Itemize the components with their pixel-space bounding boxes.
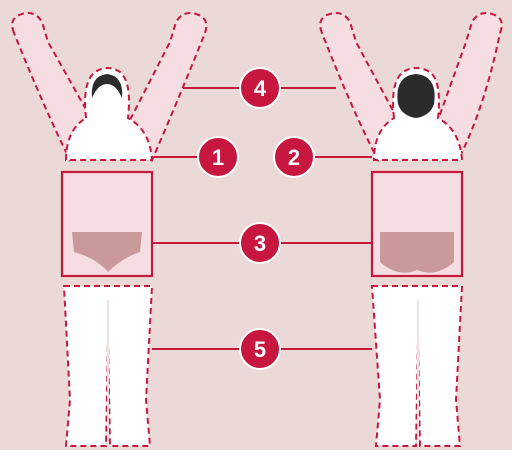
marker-4: 4 — [240, 68, 280, 108]
back-briefs — [380, 232, 454, 273]
marker-2: 2 — [274, 137, 314, 177]
marker-3-label: 3 — [254, 231, 266, 256]
back-hair — [397, 74, 434, 118]
marker-4-label: 4 — [254, 76, 267, 101]
marker-5-label: 5 — [254, 337, 266, 362]
marker-1-label: 1 — [212, 145, 224, 170]
connector-lines — [152, 88, 372, 349]
marker-1: 1 — [198, 137, 238, 177]
marker-2-label: 2 — [288, 145, 300, 170]
marker-3: 3 — [240, 223, 280, 263]
back-figure — [320, 13, 502, 446]
front-figure — [12, 13, 206, 446]
marker-5: 5 — [240, 329, 280, 369]
